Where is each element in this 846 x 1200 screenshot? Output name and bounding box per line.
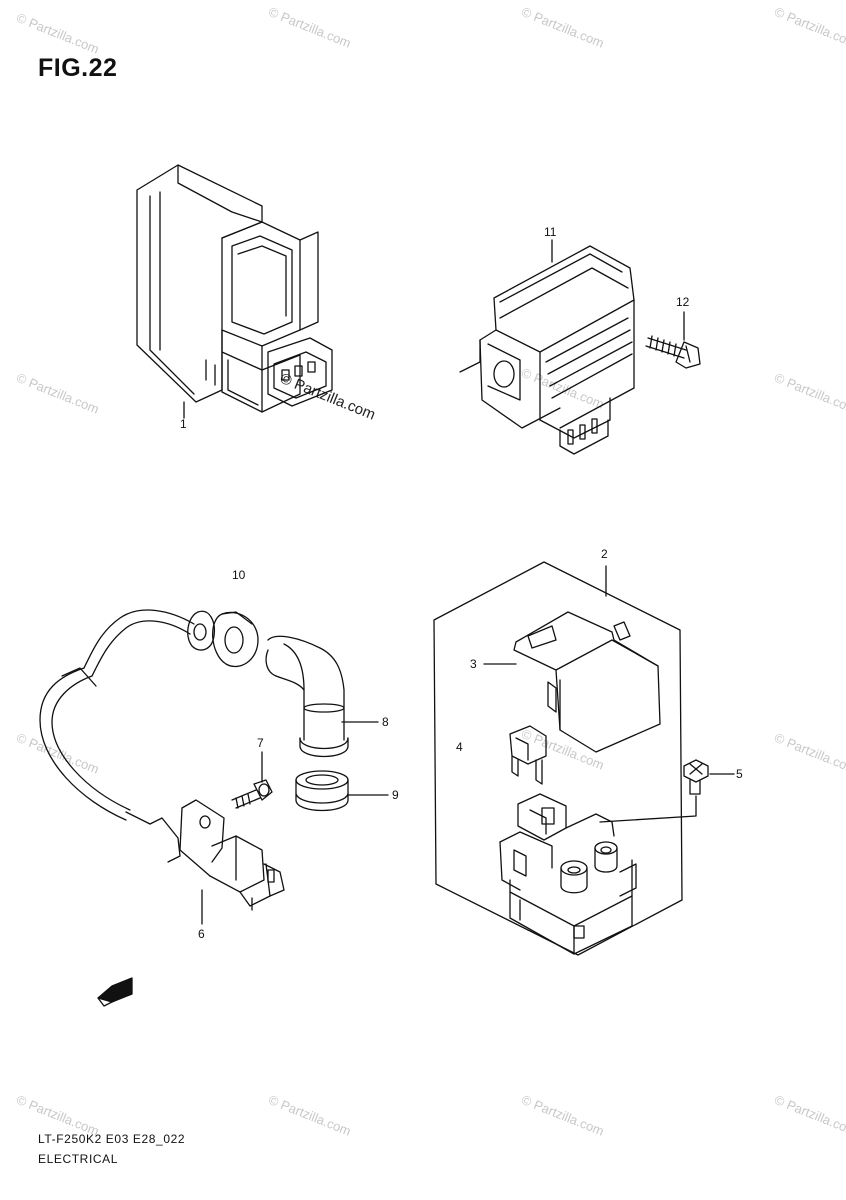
screw-part-7 <box>231 779 273 809</box>
callout-8: 8 <box>382 715 389 729</box>
callout-6: 6 <box>198 927 205 941</box>
starter-relay-part <box>499 793 637 955</box>
relay-cover-part <box>513 611 661 753</box>
figure-title: FIG.22 <box>38 54 118 82</box>
ignition-cable-part <box>39 609 349 825</box>
forward-arrow-icon <box>97 977 133 1007</box>
screw-part-5 <box>683 759 709 795</box>
leader-line-5b <box>599 795 697 823</box>
diagram-code: LT-F250K2 E03 E28_022 <box>38 1132 186 1146</box>
starter-relay-group-outline <box>433 561 683 956</box>
callout-11: 11 <box>544 225 557 239</box>
callout-9: 9 <box>392 788 399 802</box>
ignition-coil-part <box>149 799 285 911</box>
callout-10: 10 <box>232 568 246 582</box>
seal-part-9 <box>295 770 349 812</box>
callout-7: 7 <box>257 736 264 750</box>
callout-2: 2 <box>601 547 608 561</box>
regulator-rectifier-part <box>459 245 635 455</box>
callout-3: 3 <box>470 657 477 671</box>
cdi-unit-part <box>136 164 333 413</box>
section-name: ELECTRICAL <box>38 1152 119 1166</box>
callout-1: 1 <box>180 417 187 431</box>
callout-4: 4 <box>456 740 463 754</box>
bolt-part-12 <box>645 335 701 369</box>
callout-5: 5 <box>736 767 743 781</box>
fuse-part <box>509 725 547 785</box>
callout-12: 12 <box>676 295 690 309</box>
